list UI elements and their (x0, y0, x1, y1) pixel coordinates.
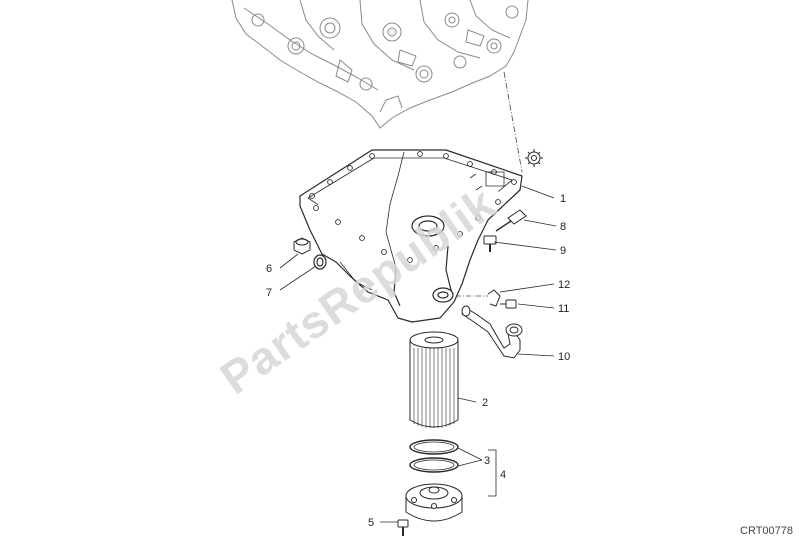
callout-10: 10 (558, 351, 570, 363)
callout-12: 12 (558, 279, 570, 291)
screw-11 (500, 299, 517, 309)
gear-icon (525, 149, 543, 167)
callout-2: 2 (482, 397, 488, 409)
callout-8: 8 (560, 221, 566, 233)
callout-5: 5 (368, 517, 374, 529)
hose-clip (487, 289, 501, 307)
screw-5 (397, 519, 409, 536)
o-rings (409, 439, 459, 473)
engine-crankcase (231, 0, 529, 129)
oil-sump-pan (299, 149, 523, 323)
bolt-8 (495, 209, 527, 232)
oil-filter-cartridge (409, 331, 459, 428)
callout-6: 6 (266, 263, 272, 275)
drawing-code: CRT00778 (740, 525, 793, 537)
callout-4: 4 (500, 469, 506, 481)
filter-cover (405, 483, 463, 522)
drain-plug (293, 237, 311, 255)
assembly-axis (503, 71, 523, 173)
callout-11: 11 (558, 303, 569, 315)
callout-7: 7 (266, 287, 272, 299)
callout-3: 3 (484, 455, 490, 467)
leader-lines (279, 185, 557, 523)
callout-9: 9 (560, 245, 566, 257)
bolt-9 (483, 235, 497, 252)
sealing-washer (313, 254, 327, 270)
breather-pipe (461, 305, 523, 359)
callouts: 1 8 9 6 7 12 11 10 2 3 4 5 (266, 193, 570, 529)
callout-1: 1 (560, 193, 566, 205)
